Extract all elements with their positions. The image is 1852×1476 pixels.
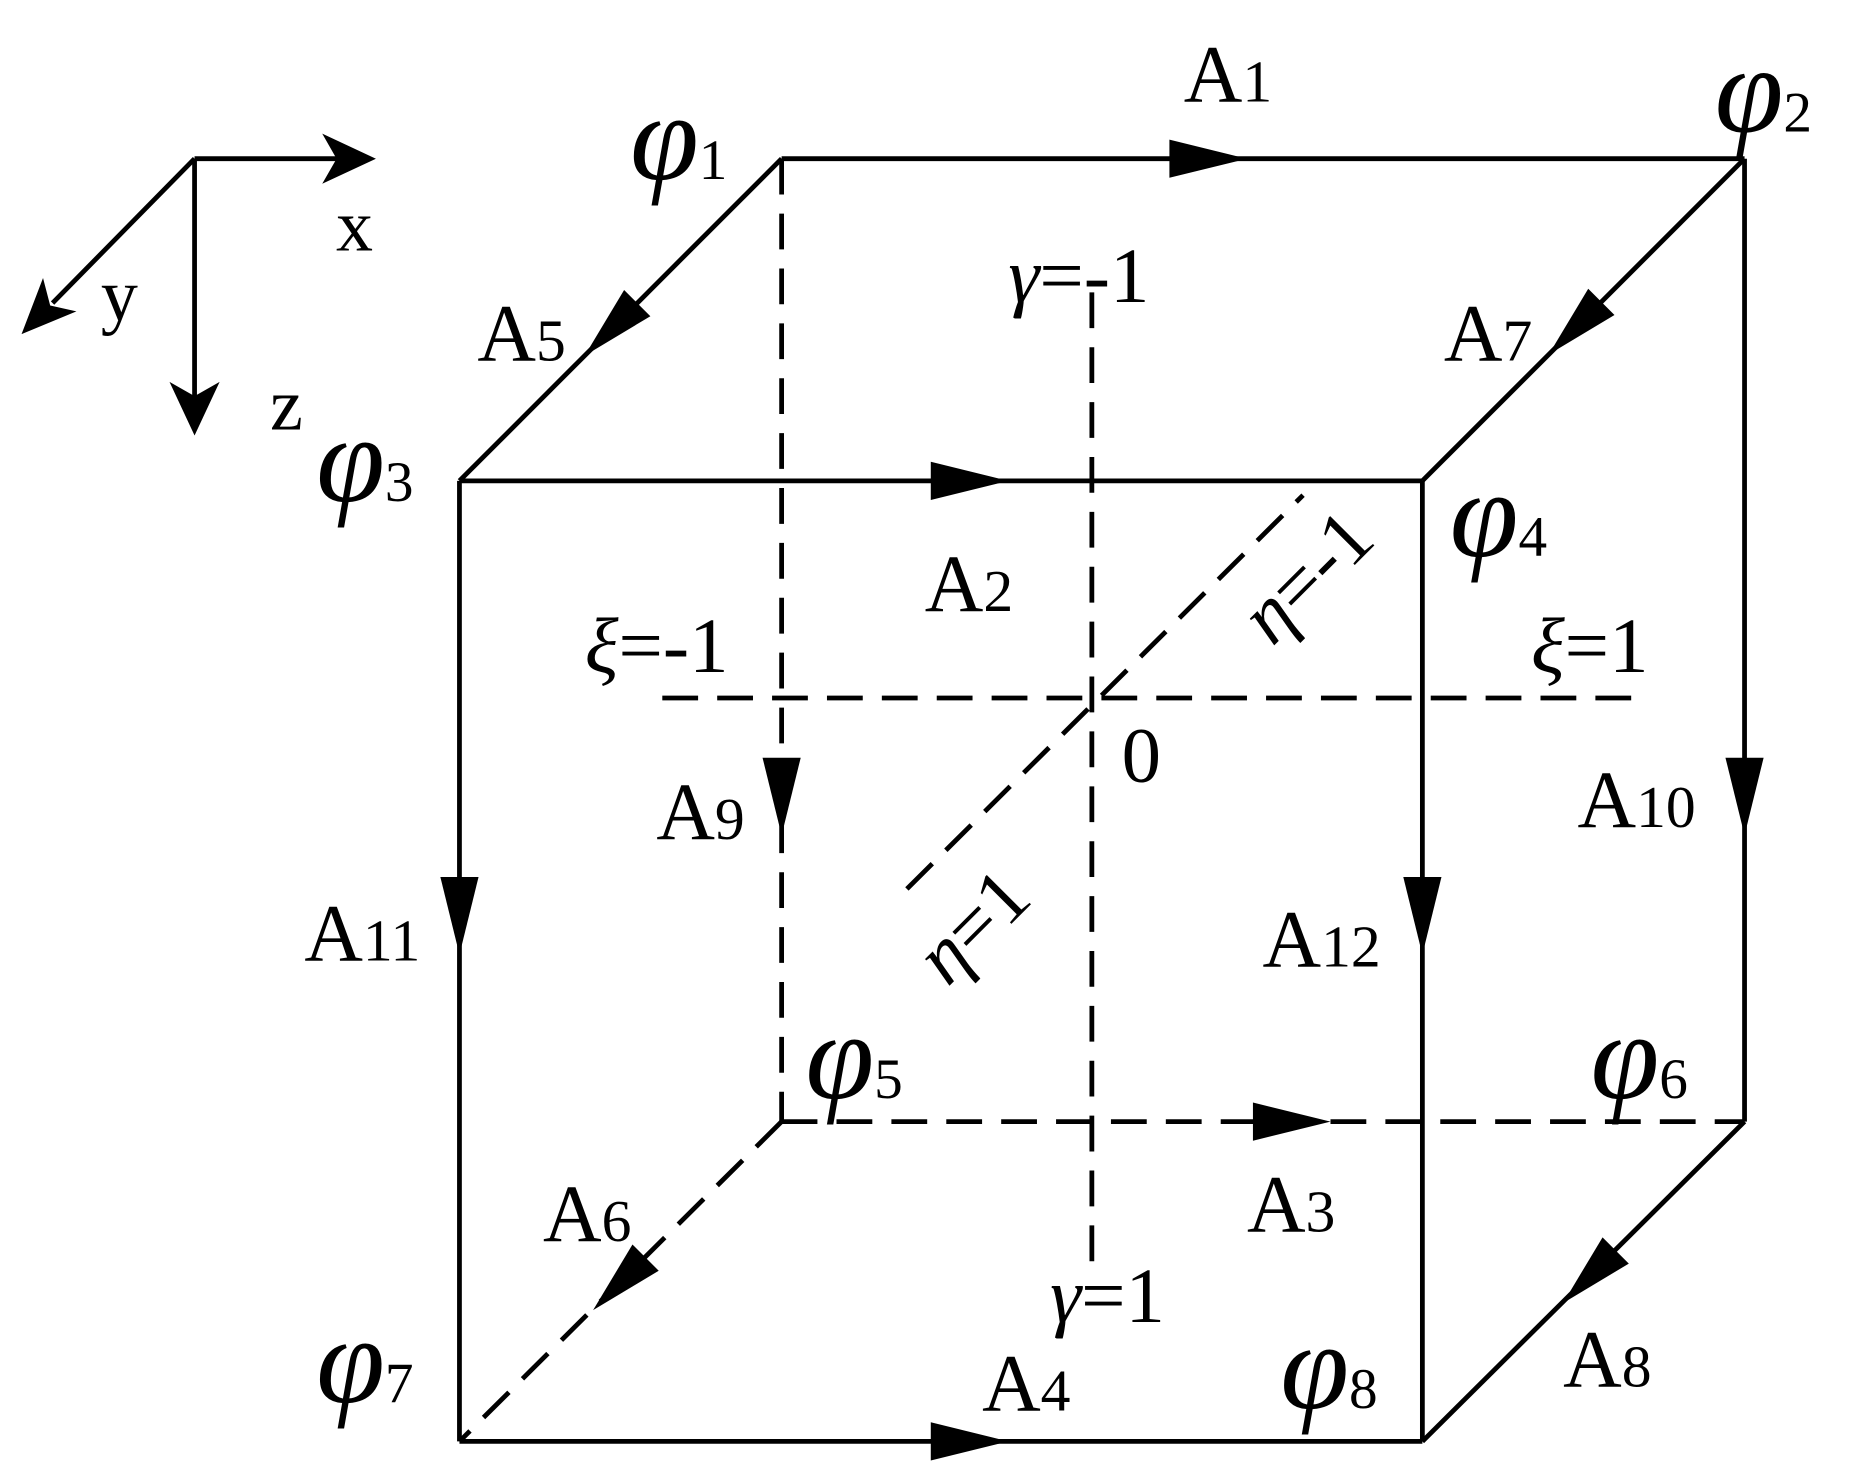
xi-neg-label: ξ=-1 bbox=[585, 603, 729, 690]
edge-a6-label: A6 bbox=[543, 1169, 631, 1259]
edge-a2: A2 bbox=[459, 461, 1423, 629]
edge-a4-label: A4 bbox=[982, 1338, 1070, 1428]
gamma-neg-label: γ=-1 bbox=[1008, 233, 1149, 320]
edge-a11-arrow bbox=[440, 877, 479, 955]
edge-a4: A4 bbox=[459, 1338, 1423, 1461]
node-phi-6: φ6 bbox=[1591, 987, 1688, 1125]
node-phi-2: φ2 bbox=[1715, 20, 1812, 158]
edge-a9-label: A9 bbox=[656, 767, 744, 857]
xi-neg-symbol: ξ bbox=[585, 603, 619, 690]
edge-a11: A11 bbox=[304, 480, 479, 1442]
gamma-pos-label: γ=1 bbox=[1050, 1253, 1165, 1340]
gamma-neg-symbol: γ bbox=[1008, 233, 1041, 320]
edge-a12-arrow bbox=[1403, 877, 1442, 955]
edge-a1-arrow bbox=[1169, 139, 1247, 178]
edge-a4-arrow bbox=[930, 1422, 1009, 1461]
edge-a1-label: A1 bbox=[1184, 29, 1272, 119]
edge-a5-label: A5 bbox=[477, 288, 565, 378]
node-labels: φ1 φ2 φ3 φ4 φ5 φ6 φ7 φ8 bbox=[316, 20, 1812, 1435]
edge-a9: A9 bbox=[656, 158, 801, 1122]
gamma-neg-value: =-1 bbox=[1039, 233, 1149, 320]
node-phi-7: φ7 bbox=[316, 1291, 413, 1429]
edge-a12: A12 bbox=[1262, 480, 1442, 1442]
gamma-pos-symbol: γ bbox=[1050, 1253, 1083, 1340]
x-axis-arrow bbox=[322, 133, 376, 184]
xi-neg-value: =-1 bbox=[618, 603, 728, 690]
edge-a1: A1 bbox=[781, 29, 1745, 178]
edge-a2-label: A2 bbox=[925, 539, 1013, 629]
node-phi-8: φ8 bbox=[1280, 1297, 1377, 1435]
edge-a8: A8 bbox=[1420, 1119, 1747, 1444]
edge-a5-arrow bbox=[584, 289, 651, 356]
edge-a7-arrow bbox=[1548, 288, 1615, 355]
edge-a7: A7 bbox=[1420, 157, 1747, 483]
xi-pos-symbol: ξ bbox=[1531, 603, 1565, 690]
edge-a5: A5 bbox=[457, 157, 784, 483]
y-axis-label: y bbox=[101, 255, 138, 337]
z-axis-arrow bbox=[169, 381, 220, 436]
edge-a3-label: A3 bbox=[1247, 1159, 1335, 1249]
eta-reference-line bbox=[905, 493, 1305, 891]
node-phi-4: φ4 bbox=[1450, 445, 1547, 583]
edge-a2-arrow bbox=[930, 461, 1009, 500]
edge-a10-label: A10 bbox=[1577, 755, 1695, 845]
edge-a12-label: A12 bbox=[1262, 894, 1380, 984]
axis-indicator: x y z bbox=[21, 133, 376, 447]
edge-a3-arrow bbox=[1252, 1102, 1331, 1141]
edge-a6-arrow bbox=[593, 1244, 659, 1311]
node-phi-3: φ3 bbox=[316, 390, 413, 528]
xi-pos-value: =1 bbox=[1565, 603, 1649, 690]
edge-a3: A3 bbox=[781, 1102, 1745, 1249]
edge-a10: A10 bbox=[1577, 158, 1764, 1122]
y-axis-arrow bbox=[21, 278, 77, 335]
edge-a8-arrow bbox=[1563, 1237, 1629, 1303]
edge-a9-arrow bbox=[762, 757, 801, 836]
eta-neg-label: η=-1 bbox=[1223, 493, 1390, 660]
x-axis-label: x bbox=[336, 186, 373, 268]
edge-a6: A6 bbox=[457, 1119, 784, 1444]
node-phi-1: φ1 bbox=[630, 68, 727, 206]
edge-a11-label: A11 bbox=[304, 889, 420, 979]
edge-a7-label: A7 bbox=[1444, 288, 1532, 378]
z-axis-label: z bbox=[270, 365, 303, 447]
node-phi-5: φ5 bbox=[805, 987, 902, 1125]
y-axis-line bbox=[50, 157, 197, 305]
edge-a8-label: A8 bbox=[1563, 1315, 1651, 1405]
origin-label: 0 bbox=[1122, 713, 1161, 800]
edge-a10-arrow bbox=[1725, 757, 1764, 836]
xi-pos-label: ξ=1 bbox=[1531, 603, 1649, 690]
gamma-pos-value: =1 bbox=[1081, 1253, 1165, 1340]
